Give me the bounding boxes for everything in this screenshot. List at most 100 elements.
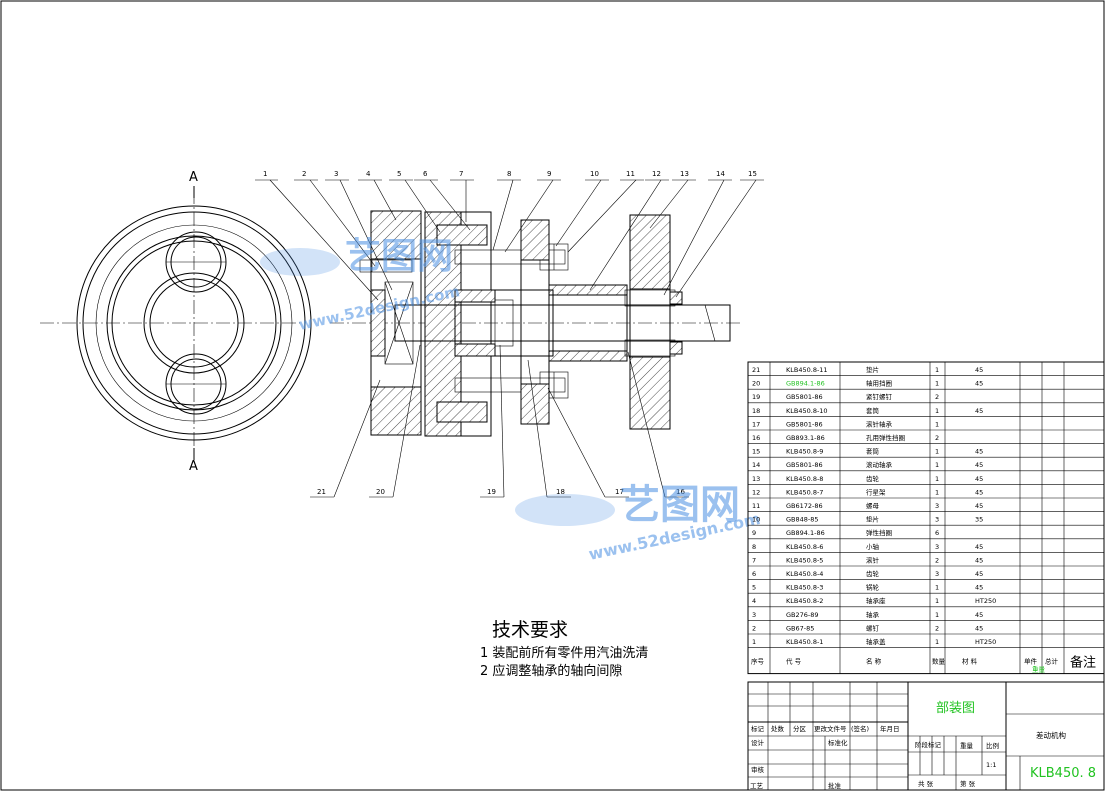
parts-cell-code: GB5801-86 xyxy=(786,461,823,469)
balloon-21: 21 xyxy=(317,488,326,496)
parts-cell-code: KLB450.8-8 xyxy=(786,475,823,483)
parts-cell-name: 轴承盖 xyxy=(866,637,886,646)
parts-cell-qty: 1 xyxy=(935,420,939,428)
parts-cell-code: GB5801-86 xyxy=(786,393,823,401)
parts-cell-qty: 1 xyxy=(935,380,939,388)
parts-cell-name: 滚针轴承 xyxy=(866,419,893,428)
tb-mechanism: 差动机构 xyxy=(1036,730,1066,740)
parts-cell-code: GB276-89 xyxy=(786,611,819,619)
balloon-16: 16 xyxy=(676,488,685,496)
parts-cell-name: 弹性挡圈 xyxy=(866,528,892,537)
balloon-2: 2 xyxy=(302,170,306,178)
title-block: 标记 处数 分区 更改文件号 (签名) 年月日 设计 标准化 审核 工艺 批准 … xyxy=(747,681,1105,791)
parts-cell-material: HT250 xyxy=(975,638,996,646)
watermark-2: 艺图网 www.52design.com xyxy=(515,482,762,564)
balloon-9: 9 xyxy=(547,170,551,178)
balloon-20: 20 xyxy=(376,488,385,496)
parts-header-name: 名 称 xyxy=(866,657,882,666)
assembly-main-view xyxy=(330,210,740,437)
balloon-1: 1 xyxy=(263,170,267,178)
parts-cell-no: 8 xyxy=(752,543,756,551)
parts-cell-name: 螺母 xyxy=(866,501,880,510)
parts-cell-no: 11 xyxy=(752,502,760,510)
balloon-5: 5 xyxy=(397,170,401,178)
balloon-14: 14 xyxy=(716,170,725,178)
parts-cell-qty: 1 xyxy=(935,611,939,619)
parts-cell-code: KLB450.8-5 xyxy=(786,556,823,564)
parts-cell-qty: 3 xyxy=(935,516,939,524)
parts-cell-qty: 1 xyxy=(935,584,939,592)
parts-cell-qty: 1 xyxy=(935,461,939,469)
parts-cell-code: KLB450.8-6 xyxy=(786,543,823,551)
parts-cell-name: 垫片 xyxy=(866,515,879,524)
tb-signature-label: (签名) xyxy=(851,724,869,733)
parts-cell-no: 6 xyxy=(752,570,756,578)
tb-region-label: 分区 xyxy=(793,724,807,733)
parts-cell-code: GB5801-86 xyxy=(786,420,823,428)
parts-cell-code: GB67-85 xyxy=(786,624,814,632)
parts-cell-code: KLB450.8-11 xyxy=(786,366,828,374)
balloon-6: 6 xyxy=(423,170,428,178)
parts-cell-no: 18 xyxy=(752,407,760,415)
parts-cell-no: 2 xyxy=(752,624,756,632)
parts-cell-qty: 3 xyxy=(935,502,939,510)
parts-cell-no: 1 xyxy=(752,638,756,646)
balloon-3: 3 xyxy=(334,170,338,178)
parts-header-total_weight: 总计 xyxy=(1045,657,1059,666)
section-mark-top: A xyxy=(189,170,198,185)
section-view-a: A A xyxy=(40,170,312,474)
tb-checker-label: 审核 xyxy=(751,765,765,774)
balloon-17: 17 xyxy=(615,488,624,496)
parts-cell-material: 45 xyxy=(975,556,983,564)
parts-cell-material: 45 xyxy=(975,611,983,619)
parts-header-material: 材 料 xyxy=(962,657,978,666)
parts-cell-material: HT250 xyxy=(975,597,996,605)
parts-list-frame xyxy=(747,361,1105,675)
parts-cell-code: GB894.1-86 xyxy=(786,380,825,388)
parts-cell-qty: 1 xyxy=(935,448,939,456)
parts-cell-material: 45 xyxy=(975,488,983,496)
balloon-leaders xyxy=(255,179,764,498)
parts-cell-name: 垫片 xyxy=(866,365,879,374)
parts-cell-material: 45 xyxy=(975,366,983,374)
parts-cell-name: 齿轮 xyxy=(866,474,880,483)
tb-drawing-number: KLB450. 8 xyxy=(1030,766,1096,781)
parts-cell-material: 45 xyxy=(975,407,983,415)
parts-cell-no: 13 xyxy=(752,475,760,483)
parts-cell-qty: 3 xyxy=(935,570,939,578)
parts-cell-no: 4 xyxy=(752,597,756,605)
parts-cell-code: KLB450.8-7 xyxy=(786,488,823,496)
balloon-7: 7 xyxy=(459,170,463,178)
tb-change-doc-label: 更改文件号 xyxy=(814,724,847,733)
parts-cell-code: GB848-85 xyxy=(786,516,819,524)
balloon-19: 19 xyxy=(487,488,496,496)
parts-cell-material: 45 xyxy=(975,543,983,551)
parts-cell-no: 19 xyxy=(752,393,760,401)
parts-header-unit_weight: 单件 xyxy=(1024,657,1038,666)
parts-cell-qty: 2 xyxy=(935,434,939,442)
tb-total-sheets: 共 张 xyxy=(918,779,934,788)
parts-cell-no: 9 xyxy=(752,529,756,537)
parts-cell-material: 45 xyxy=(975,448,983,456)
parts-cell-no: 3 xyxy=(752,611,756,619)
tb-scale: 1:1 xyxy=(986,761,996,769)
balloon-labels: 1 2 3 4 5 6 7 8 9 10 11 12 13 14 15 16 1… xyxy=(263,170,757,496)
parts-cell-name: 轴承座 xyxy=(866,596,886,605)
parts-header-qty: 数量 xyxy=(932,657,946,666)
parts-cell-name: 小轴 xyxy=(866,542,880,551)
parts-cell-qty: 1 xyxy=(935,638,939,646)
parts-cell-material: 45 xyxy=(975,380,983,388)
tb-zones-label: 处数 xyxy=(771,724,785,733)
parts-header-no: 序号 xyxy=(751,657,765,666)
tb-mark-label: 标记 xyxy=(751,724,765,733)
tb-scale-label: 比例 xyxy=(986,741,999,750)
parts-cell-code: KLB450.8-2 xyxy=(786,597,823,605)
parts-cell-code: KLB450.8-4 xyxy=(786,570,823,578)
parts-cell-name: 紧钉螺钉 xyxy=(866,392,893,401)
balloon-18: 18 xyxy=(556,488,565,496)
parts-cell-material: 45 xyxy=(975,624,983,632)
parts-cell-name: 轴用挡圈 xyxy=(866,379,892,388)
parts-cell-no: 15 xyxy=(752,448,760,456)
parts-cell-name: 滚动轴承 xyxy=(866,460,893,469)
